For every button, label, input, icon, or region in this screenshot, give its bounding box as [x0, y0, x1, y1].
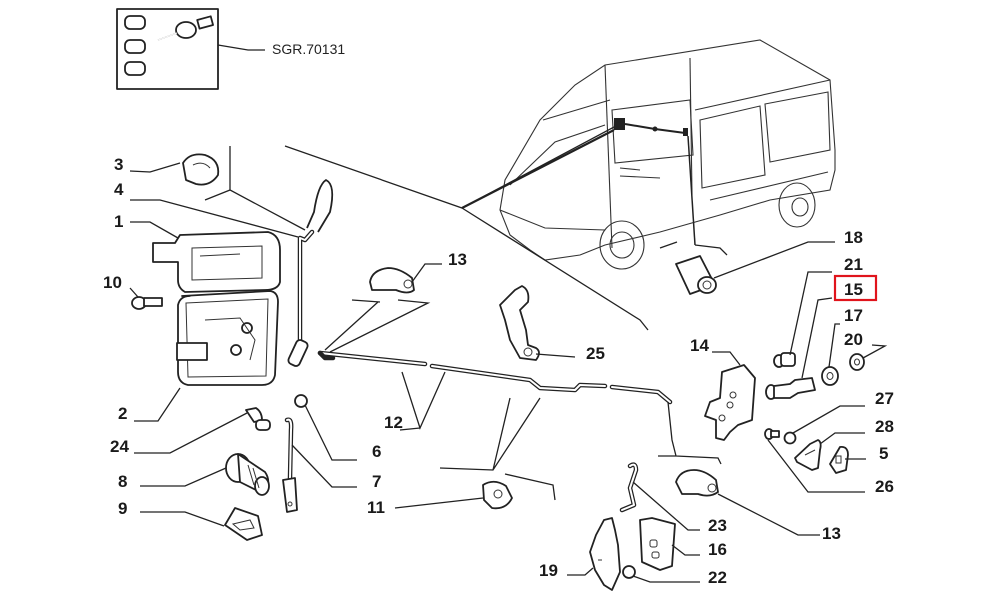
callout-8: 8: [118, 472, 127, 491]
callout-11: 11: [367, 498, 385, 517]
callout-12: 12: [384, 413, 403, 432]
callout-21: 21: [844, 255, 863, 274]
callout-10: 10: [103, 273, 122, 292]
callout-14: 14: [690, 336, 709, 355]
callout-2: 2: [118, 404, 127, 423]
callout-13-lower: 13: [822, 524, 841, 543]
part-18-bushing: [675, 255, 717, 295]
callout-25: 25: [586, 344, 605, 363]
part-26-screw: [764, 428, 780, 440]
part-15-striker-pin: [765, 377, 816, 400]
part-28-bracket: [794, 439, 822, 471]
part-4-control-rod: [287, 179, 334, 367]
key-icon: [157, 15, 214, 41]
callout-7: 7: [372, 472, 381, 491]
callout-27: 27: [875, 389, 894, 408]
callout-9: 9: [118, 499, 127, 518]
part-24-clip: [245, 407, 271, 431]
callout-23: 23: [708, 516, 727, 535]
part-5-striker-plate: [829, 446, 849, 474]
part-23-hook-rod: [619, 462, 639, 513]
callout-19: 19: [539, 561, 558, 580]
callout-28: 28: [875, 417, 894, 436]
part-13-rod-connector-upper: [369, 267, 415, 294]
callout-17: 17: [844, 306, 863, 325]
part-19-actuator: [589, 517, 621, 591]
part-20-washer: [849, 353, 865, 371]
callout-18: 18: [844, 228, 863, 247]
part-8-lock-cylinder: [225, 453, 270, 496]
callout-20: 20: [844, 330, 863, 349]
part-16-plate: [639, 517, 676, 571]
part-7-rod: [282, 417, 298, 513]
part-9-retaining-clip: [224, 507, 263, 541]
lock-kit-box: [116, 8, 265, 90]
part-14-hinge-bracket: [704, 364, 756, 441]
part-3-cap: [182, 153, 220, 186]
part-6-clip: [294, 394, 308, 408]
part-1-outer-handle: [152, 231, 281, 293]
callout-6: 6: [372, 442, 381, 461]
callout-13-upper: 13: [448, 250, 467, 269]
part-17-washer: [821, 366, 839, 386]
callout-22: 22: [708, 568, 727, 587]
part-2-lock-body: [176, 290, 279, 386]
callout-4: 4: [114, 180, 124, 199]
part-21-bolt: [773, 352, 796, 368]
lock-cylinder-icon: [124, 15, 146, 76]
highlight-box: [833, 274, 878, 302]
callout-3: 3: [114, 155, 123, 174]
kit-reference-label: SGR.70131: [272, 41, 345, 57]
callout-24: 24: [110, 437, 129, 456]
callout-26: 26: [875, 477, 894, 496]
part-25-lever: [499, 285, 540, 361]
part-22-nut: [622, 565, 636, 579]
part-13-rod-connector-lower: [675, 469, 719, 497]
callout-1: 1: [114, 212, 123, 231]
callout-5: 5: [879, 444, 888, 463]
callout-15: 15: [844, 280, 863, 299]
part-10-screw: [131, 296, 163, 310]
part-27-nut: [783, 431, 797, 445]
part-12-linkage-rod: [317, 350, 673, 405]
part-11-rod-clip: [482, 480, 513, 510]
van-illustration: [499, 39, 836, 270]
callout-16: 16: [708, 540, 727, 559]
